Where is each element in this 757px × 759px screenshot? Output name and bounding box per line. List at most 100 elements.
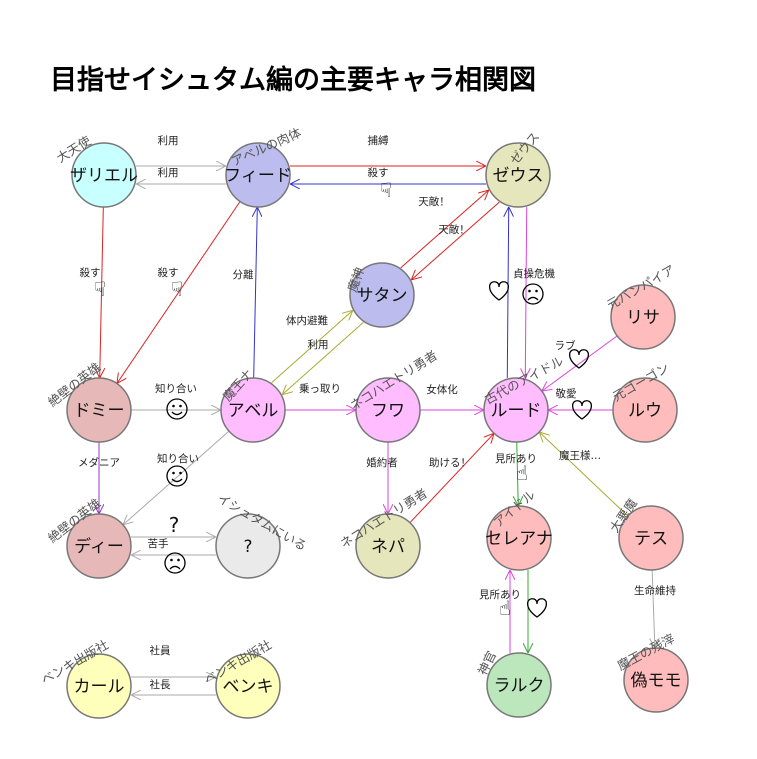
node-name: ベンキ <box>223 677 274 697</box>
edge-label: 利用 <box>158 167 179 179</box>
node-name: セレアナ <box>485 529 553 549</box>
edge-label: 社員 <box>150 644 171 657</box>
edge-line <box>117 201 241 384</box>
node-circle <box>225 142 291 208</box>
edge-label: 社長 <box>150 678 171 691</box>
node-name: テス <box>634 529 668 549</box>
edge-label: 貞操危機 <box>513 267 555 280</box>
node-circle <box>355 513 421 579</box>
node-name: アベル <box>228 401 279 421</box>
node-circle <box>623 647 689 713</box>
svg-text:☝: ☝ <box>516 461 528 485</box>
node-circle <box>66 653 132 719</box>
edge-line <box>409 433 494 524</box>
edge-nepa-to-rudo: 助ける！ <box>409 433 494 524</box>
node-circle <box>220 377 286 443</box>
edge-tesu-to-rudo: 魔王様… <box>539 432 629 517</box>
edge-fuwa-to-rudo: 女体化 <box>420 383 484 410</box>
edge-label: 天敵！ <box>418 195 450 208</box>
smile-icon <box>166 465 188 487</box>
svg-text:☟: ☟ <box>94 277 106 301</box>
edge-label: 分離 <box>233 268 254 281</box>
edge-label: 女体化 <box>426 383 458 396</box>
edge-label: 体内避難 <box>286 314 328 327</box>
thumbs-up-icon: ☝ <box>516 461 528 485</box>
edge-label: 天敵！ <box>438 223 470 236</box>
edge-label: ラブ <box>555 339 576 352</box>
node-circle <box>610 284 676 350</box>
node-name: ザリエル <box>70 166 138 186</box>
svg-text:?: ? <box>169 513 180 537</box>
edge-label: 魔王様… <box>559 449 601 462</box>
edge-label: 殺す <box>158 266 179 279</box>
node-name: ゼウス <box>493 166 544 186</box>
edge-label: 乗っ取り <box>299 383 341 395</box>
edge-line <box>400 190 489 269</box>
heart-icon <box>568 349 590 369</box>
edge-line <box>525 207 526 378</box>
node-name: ラルク <box>494 676 545 696</box>
svg-text:☝: ☝ <box>499 596 511 620</box>
node-name: ディー <box>74 536 124 557</box>
edge-fuwa-to-nepa: 婚約者 <box>366 442 398 514</box>
edge-domi-to-aberu: 知り合い <box>131 382 221 410</box>
edge-label: 捕縛 <box>368 134 389 147</box>
edge-line <box>542 335 618 391</box>
node-name: ? <box>243 537 252 557</box>
node-circle <box>215 653 281 719</box>
frown-icon <box>522 283 544 305</box>
edge-line <box>517 441 519 506</box>
node-circle <box>483 377 549 443</box>
node-name: サタン <box>357 286 408 306</box>
edge-label: 苦手 <box>148 537 169 550</box>
edge-rudo-to-sereana: 見所あり <box>495 441 537 506</box>
edge-fido-to-domi: 殺す <box>117 201 241 384</box>
edge-label: 知り合い <box>155 382 197 395</box>
heart-icon <box>526 598 548 618</box>
edge-line <box>507 207 508 378</box>
svg-text:☟: ☟ <box>171 277 183 301</box>
thumbs-up-icon: ☝ <box>499 596 511 620</box>
edge-rudo-to-zeus: 貞操危機 <box>507 207 555 378</box>
node-name: 偽モモ <box>631 671 682 691</box>
diagram-title: 目指せイシュタム編の主要キャラ相関図 <box>50 64 536 96</box>
node-circle <box>66 513 132 579</box>
edge-line <box>100 206 104 378</box>
question-icon: ? <box>169 513 180 537</box>
svg-text:☟: ☟ <box>380 178 392 202</box>
node-circle <box>618 505 684 571</box>
edge-fido-to-zeus: 殺す <box>290 166 486 179</box>
edge-satan-to-aberu: 体内避難 <box>282 314 364 395</box>
edge-line <box>539 432 629 517</box>
node-name: ルウ <box>628 401 662 421</box>
node-name: ドミー <box>74 401 125 421</box>
node-unknown[interactable]: ?イシュタムにいる <box>215 491 309 579</box>
edge-karu-to-benki: 社長 <box>131 677 216 691</box>
edge-aberu-to-fido: 分離 <box>233 207 258 379</box>
edge-zeus-to-rudo <box>525 207 526 378</box>
edge-line <box>282 321 364 394</box>
edge-label: 見所あり <box>495 453 537 465</box>
edge-label: 助ける！ <box>429 456 471 469</box>
node-circle <box>612 377 678 443</box>
heart-icon <box>571 400 593 420</box>
edge-aberu-to-satan: 利用 <box>271 310 353 384</box>
smile-icon <box>166 398 188 420</box>
node-circle <box>486 505 552 571</box>
edge-label: 生命維持 <box>634 584 676 597</box>
